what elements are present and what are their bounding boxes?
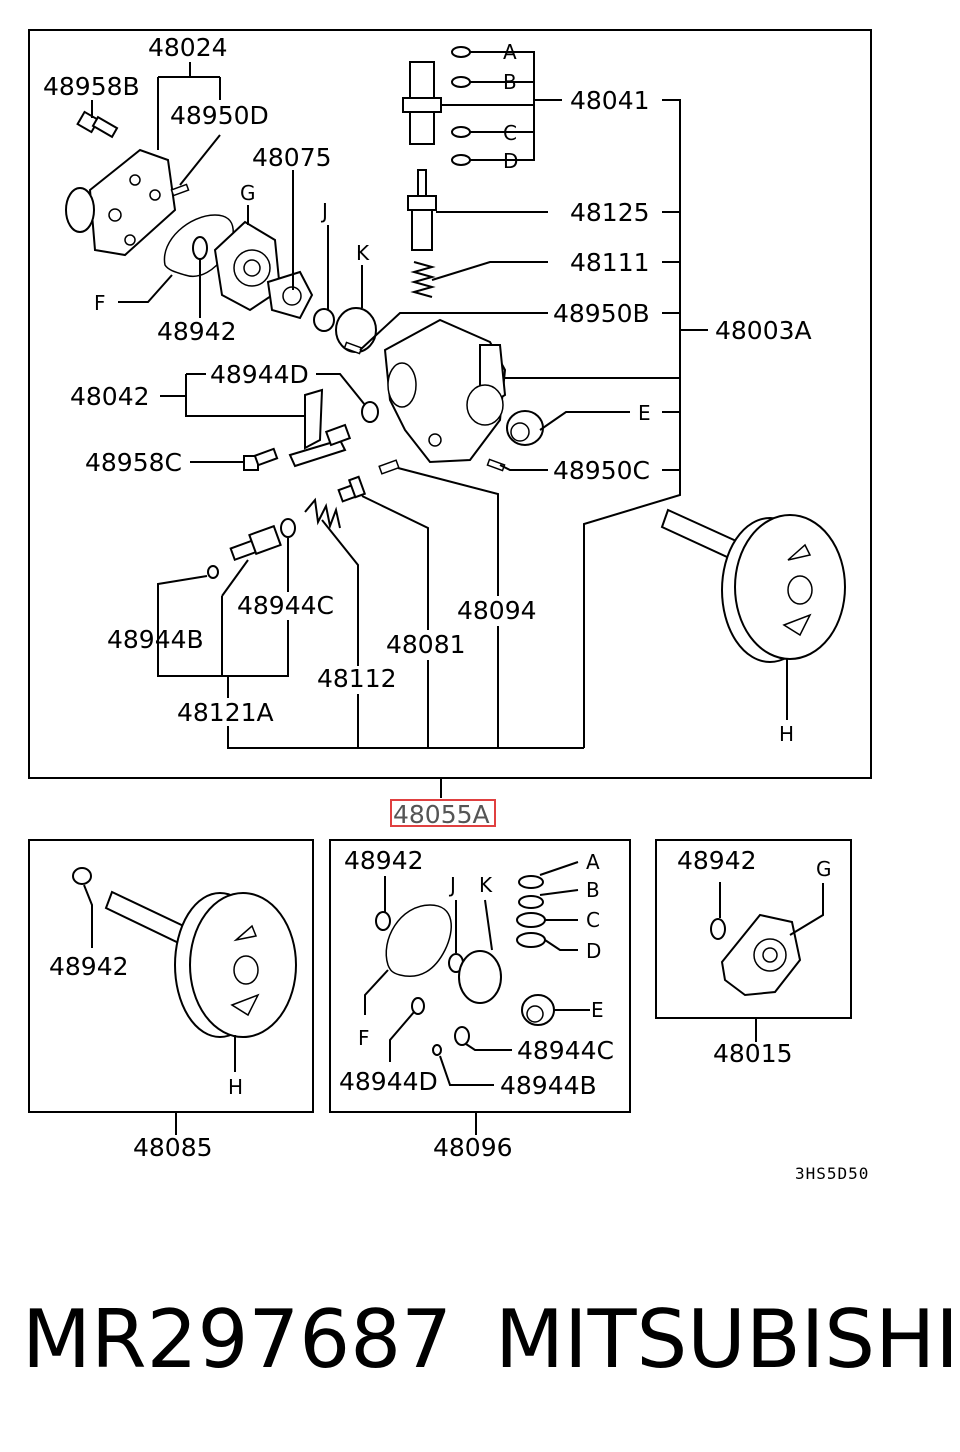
label-g: G	[240, 181, 256, 205]
label-d: D	[503, 149, 518, 173]
bushing-e-drawing	[506, 410, 544, 446]
label-j: J	[320, 199, 328, 223]
label-48042: 48042	[70, 382, 150, 411]
footer: MR297687 MITSUBISHI	[0, 1290, 960, 1400]
box-48015-leaders	[719, 882, 824, 1042]
cam-ring-48015-drawing	[710, 913, 802, 997]
parts-diagram: 48024 48958B 48950D 48075 G J K F 48942 …	[28, 29, 872, 1183]
pulley-shaft-48085-drawing	[72, 867, 297, 1038]
box-48085-leaders	[83, 884, 236, 1135]
label-48125: 48125	[570, 198, 650, 227]
pulley-shaft-drawing	[660, 508, 846, 663]
pump-cover-drawing	[65, 148, 177, 257]
pin-48094-drawing	[378, 459, 400, 475]
label-48958b: 48958B	[43, 72, 140, 101]
pump-body-drawing	[383, 318, 507, 464]
label-48081: 48081	[386, 630, 466, 659]
box-48096-label-48944c: 48944C	[517, 1036, 614, 1065]
box-48085-label-h: H	[228, 1075, 243, 1099]
box-48096-frame	[329, 839, 631, 1113]
label-a: A	[503, 40, 517, 64]
box-48015-ref: 48015	[713, 1039, 793, 1068]
label-48950c: 48950C	[553, 456, 650, 485]
box-48096-label-48944d: 48944D	[339, 1067, 438, 1096]
label-c: C	[503, 121, 517, 145]
assembly-label-48055a: 48055A	[393, 800, 490, 829]
plunger-48081-drawing	[337, 475, 367, 503]
box-48015-label-g: G	[816, 857, 832, 881]
box-48096-label-c: C	[586, 908, 600, 932]
brand-name: MITSUBISHI	[495, 1293, 959, 1386]
assembly-label-highlight	[390, 799, 496, 827]
box-48096-label-a: A	[586, 850, 600, 874]
oring-48944b-drawing	[207, 565, 219, 579]
oring-d-drawing	[451, 154, 471, 166]
label-48950b: 48950B	[553, 299, 650, 328]
main-assembly-frame	[28, 29, 872, 779]
label-h: H	[779, 722, 794, 746]
label-b: B	[503, 70, 517, 94]
box-48096-label-k: K	[479, 873, 493, 897]
label-48944c: 48944C	[237, 591, 334, 620]
box-48096-label-d: D	[586, 939, 601, 963]
label-e: E	[638, 401, 651, 425]
box-48096-label-48944b: 48944B	[500, 1071, 597, 1100]
oring-48944c-drawing	[280, 518, 296, 538]
connector-48121a-drawing	[229, 524, 282, 562]
bolt-48958b-drawing	[76, 110, 119, 139]
part-number: MR297687	[22, 1293, 452, 1386]
box-48096-label-f: F	[358, 1026, 370, 1050]
label-48944d: 48944D	[210, 360, 309, 389]
seal-kit-48096-drawing	[375, 875, 555, 1056]
box-48096-label-48942: 48942	[344, 846, 424, 875]
label-48024: 48024	[148, 33, 228, 62]
oring-48942-drawing	[192, 236, 208, 260]
box-48096-ref: 48096	[433, 1133, 513, 1162]
pin-48950b-drawing	[343, 341, 363, 355]
oring-a-drawing	[451, 46, 471, 58]
label-48003a: 48003A	[715, 316, 812, 345]
oring-c-drawing	[451, 126, 471, 138]
label-k: K	[356, 241, 370, 265]
box-48015-label-48942: 48942	[677, 846, 757, 875]
valve-fitting-drawing	[402, 61, 442, 145]
diagram-code: 3HS5D50	[795, 1164, 869, 1183]
label-48112: 48112	[317, 664, 397, 693]
box-48085-label-48942: 48942	[49, 952, 129, 981]
spring-48112-drawing	[304, 497, 341, 530]
box-48085-ref: 48085	[133, 1133, 213, 1162]
oring-b-drawing	[451, 76, 471, 88]
bolt-48958c-drawing	[243, 447, 279, 471]
cam-ring-drawing	[213, 220, 314, 320]
flow-valve-drawing	[407, 169, 437, 251]
main-leader-lines	[91, 51, 788, 798]
pin-48950d-drawing	[170, 183, 190, 197]
label-48950d: 48950D	[170, 101, 269, 130]
label-48041: 48041	[570, 86, 650, 115]
bracket-48042-drawing	[288, 388, 352, 468]
label-48958c: 48958C	[85, 448, 182, 477]
label-48075: 48075	[252, 143, 332, 172]
label-f: F	[94, 291, 106, 315]
oring-48944d-drawing	[361, 401, 379, 423]
label-48094: 48094	[457, 596, 537, 625]
label-48121a: 48121A	[177, 698, 274, 727]
box-48015-frame	[655, 839, 852, 1019]
box-48096-leaders	[364, 861, 590, 1135]
box-48096-label-b: B	[586, 878, 600, 902]
label-48944b: 48944B	[107, 625, 204, 654]
spring-48111-drawing	[410, 261, 436, 298]
box-48096-label-j: J	[448, 873, 456, 897]
box-48085-frame	[28, 839, 314, 1113]
label-48942: 48942	[157, 317, 237, 346]
oring-j-drawing	[313, 308, 335, 332]
box-48096-label-e: E	[591, 998, 604, 1022]
label-48111: 48111	[570, 248, 650, 277]
